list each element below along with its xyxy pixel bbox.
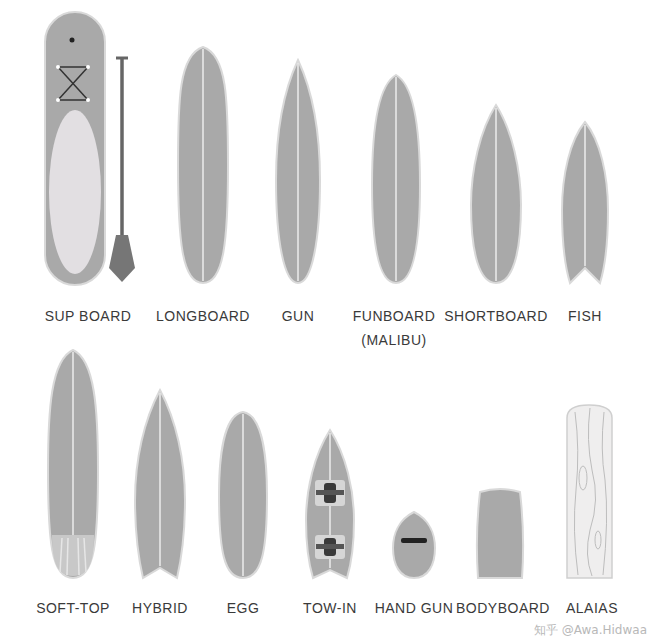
board-label: SOFT-TOP xyxy=(36,596,110,620)
soft-top-shape xyxy=(48,350,98,578)
sup-board-shape xyxy=(45,12,105,285)
egg-shape xyxy=(219,412,267,578)
board-label: FISH xyxy=(568,304,602,328)
board-label: FUNBOARD (MALIBU) xyxy=(348,304,440,352)
board-label: SUP BOARD xyxy=(45,304,132,328)
tow-in-shape xyxy=(306,430,354,578)
shortboard-shape xyxy=(471,105,521,283)
watermark: 知乎 @Awa.Hidwaa xyxy=(534,622,647,638)
board-label: HYBRID xyxy=(132,596,188,620)
gun-shape xyxy=(276,60,320,283)
board-label: HAND GUN xyxy=(375,596,454,620)
alaias-shape xyxy=(567,405,612,578)
board-label: ALAIAS xyxy=(566,596,618,620)
board-label: TOW-IN xyxy=(303,596,357,620)
board-label: EGG xyxy=(227,596,260,620)
bodyboard-shape xyxy=(477,489,523,578)
funboard-shape xyxy=(372,75,420,283)
hybrid-shape xyxy=(135,390,185,578)
paddle-shape xyxy=(109,58,135,282)
board-label: BODYBOARD xyxy=(456,596,550,620)
board-label: LONGBOARD xyxy=(156,304,250,328)
board-label: GUN xyxy=(282,304,315,328)
longboard-shape xyxy=(178,47,228,283)
fish-shape xyxy=(562,122,608,283)
board-label: SHORTBOARD xyxy=(444,304,548,328)
hand-gun-shape xyxy=(393,512,435,578)
